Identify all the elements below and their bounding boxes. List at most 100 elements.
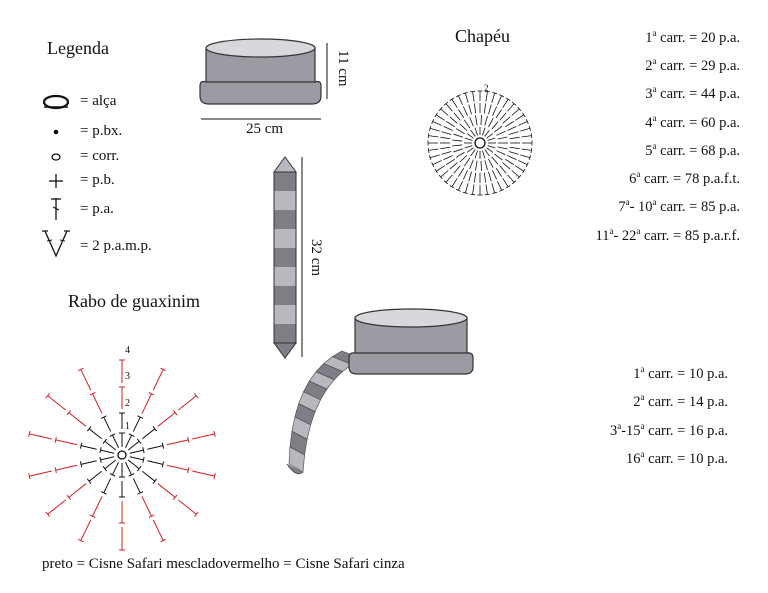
stitch-mark: [472, 184, 475, 195]
stitch-mark: [485, 184, 488, 195]
stitch-mark: [54, 467, 57, 474]
stitch-mark: [102, 438, 108, 444]
stitch-mark: [55, 439, 78, 446]
tail-stripe: [274, 229, 296, 249]
tail-stripe: [274, 210, 296, 230]
stitch-mark: [104, 459, 117, 470]
stitch-mark: [463, 170, 468, 180]
stitch-mark: [429, 125, 432, 131]
stitch-mark: [502, 162, 511, 170]
stitch-mark: [470, 193, 476, 196]
stitch-mark: [488, 104, 492, 115]
stitch-mark: [511, 170, 520, 178]
stitch-mark: [472, 91, 475, 102]
tall-stitch-icon: [51, 198, 61, 220]
stitch-mark: [438, 174, 443, 180]
legend-title: Legenda: [47, 38, 109, 58]
stitch-mark: [79, 461, 83, 468]
stitch-mark: [137, 415, 144, 419]
stitch-mark: [77, 367, 84, 372]
stitch-mark: [429, 127, 440, 132]
stitch-mark: [45, 393, 50, 399]
stitch-mark: [434, 168, 438, 174]
stitch-mark: [148, 514, 155, 519]
stitch-mark: [494, 153, 503, 161]
stitch-mark: [88, 428, 102, 440]
stitch-mark: [468, 171, 472, 182]
stitch-mark: [80, 369, 92, 391]
stitch-mark: [525, 162, 529, 168]
stitch-mark: [449, 116, 458, 124]
stitch-mark: [511, 180, 517, 185]
stitch-mark: [484, 193, 490, 196]
stitch-mark: [436, 165, 445, 172]
stitch-mark: [103, 478, 112, 494]
stitch-mark: [141, 496, 152, 517]
stitch-mark: [530, 147, 533, 153]
stitch-mark: [125, 434, 132, 449]
stitch-mark: [458, 95, 463, 105]
stitch-mark: [466, 133, 474, 139]
stitch-mark: [474, 150, 478, 159]
stitch-mark: [68, 483, 87, 498]
stitch-mark: [499, 165, 507, 174]
stitch-mark: [142, 456, 145, 463]
stitch-mark: [112, 461, 119, 476]
stitch-mark: [453, 165, 461, 174]
stitch-mark: [440, 170, 449, 178]
stitch-mark: [28, 473, 31, 480]
stitch-mark: [88, 470, 102, 482]
stitch-mark: [451, 99, 458, 108]
stitch-mark: [482, 127, 486, 136]
stitch-mark: [431, 118, 435, 124]
stitch-mark: [160, 367, 167, 372]
stitch-mark: [142, 447, 145, 454]
tail-stripe: [274, 305, 296, 325]
stitch-mark: [100, 415, 107, 419]
v-stitch-icon: [42, 230, 70, 258]
tail-stripe: [274, 172, 296, 192]
oval-icon: [51, 153, 61, 161]
stitch-mark: [464, 137, 473, 141]
stitch-mark: [458, 109, 465, 118]
tail-instruction-row-1: 1a carr. = 10 p.a.: [633, 364, 728, 382]
hat-diagram-row-label: 2: [484, 83, 489, 93]
stitch-mark: [445, 174, 453, 183]
stitch-mark: [86, 426, 92, 432]
stitch-mark: [459, 155, 468, 163]
stitch-mark: [463, 157, 471, 167]
stitch-mark: [464, 183, 469, 194]
hat-stitch-diagram: [427, 90, 533, 196]
hat-instruction-row-4: 4a carr. = 60 p.a.: [645, 112, 740, 131]
stitch-mark: [520, 127, 531, 132]
stitch-mark: [517, 106, 522, 112]
stitch-mark: [492, 170, 497, 180]
stitch-mark: [496, 150, 506, 156]
stitch-mark: [80, 519, 92, 541]
stitch-mark: [491, 121, 499, 130]
stitch-mark: [484, 90, 490, 93]
stitch-mark: [530, 133, 533, 139]
stitch-mark: [77, 538, 84, 543]
stitch-mark: [86, 478, 92, 484]
stitch-mark: [434, 112, 438, 118]
stitch-mark: [462, 191, 468, 194]
legend-item-dot: = p.bx.: [80, 123, 123, 139]
stitch-mark: [89, 514, 96, 519]
stitch-mark: [462, 92, 468, 95]
tail-stitch-diagram: [28, 359, 216, 551]
stitch-mark: [152, 478, 158, 484]
stitch-mark: [491, 92, 496, 103]
stitch-mark: [473, 103, 477, 114]
stitch-mark: [455, 188, 461, 192]
stitch-mark: [194, 393, 199, 399]
stitch-mark: [509, 136, 520, 140]
stitch-mark: [443, 180, 449, 185]
stitch-mark: [515, 165, 524, 172]
stitch-mark: [147, 445, 164, 450]
stitch-mark: [112, 434, 119, 449]
stitch-mark: [66, 409, 72, 416]
stitch-mark: [152, 519, 164, 541]
stitch-mark: [455, 151, 465, 158]
stitch-mark: [455, 128, 465, 135]
